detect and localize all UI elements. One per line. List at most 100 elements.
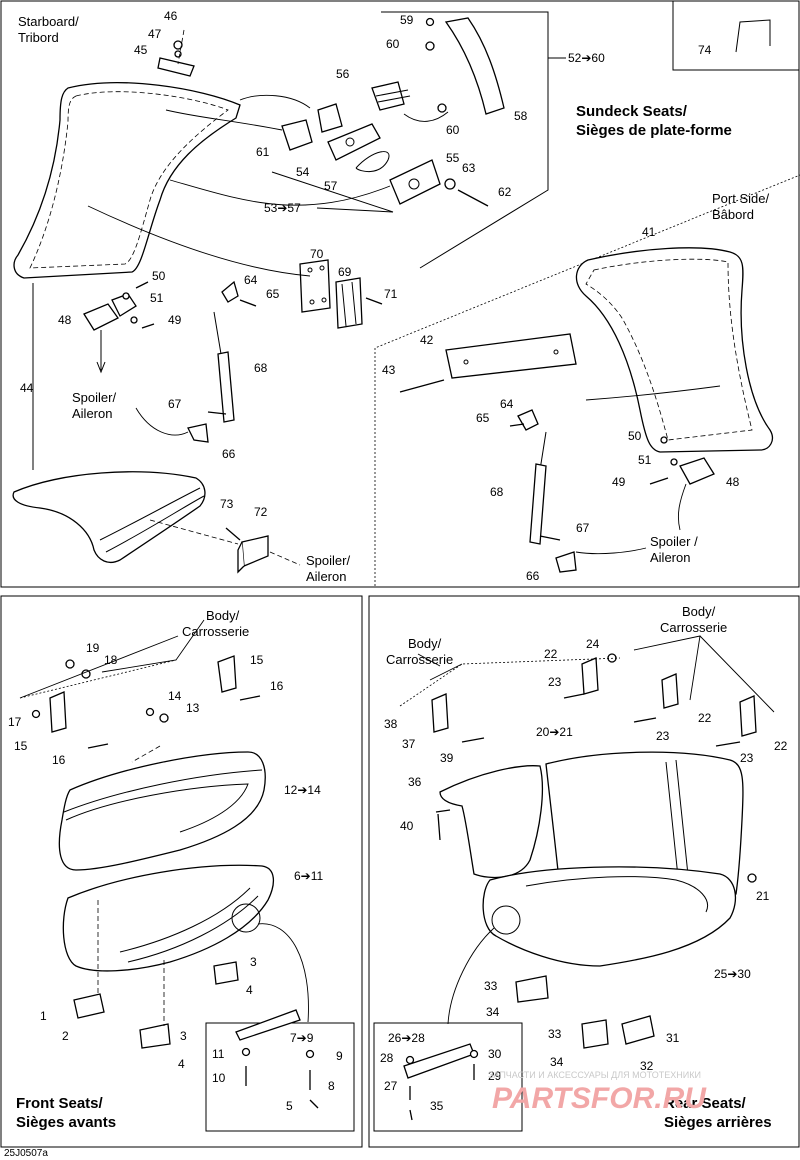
label-f18: 18 xyxy=(104,653,118,667)
rear-side-panel xyxy=(439,765,544,879)
caption-starboard-1: Starboard/ xyxy=(18,14,79,29)
front-backrest xyxy=(58,751,266,871)
label-64b: 64 xyxy=(500,397,514,411)
label-f17: 17 xyxy=(8,715,22,729)
port-divider xyxy=(374,174,800,586)
label-r39: 39 xyxy=(440,751,454,765)
front-title-1: Front Seats/ xyxy=(16,1095,104,1112)
label-f11: 11 xyxy=(212,1047,225,1061)
part-72-bracket xyxy=(237,535,269,574)
label-r26-28: 26➔28 xyxy=(388,1031,425,1045)
label-44: 44 xyxy=(20,381,34,395)
label-f16b: 16 xyxy=(52,753,66,767)
label-r21: 21 xyxy=(756,889,770,903)
label-r22a: 22 xyxy=(544,647,558,661)
label-72: 72 xyxy=(254,505,268,519)
front-title-2: Sièges avants xyxy=(16,1114,116,1131)
label-f7-9: 7➔9 xyxy=(290,1031,314,1045)
label-46: 46 xyxy=(164,9,178,23)
caption-body-r2: Carrosserie xyxy=(386,652,453,667)
label-41: 41 xyxy=(642,225,656,239)
label-55: 55 xyxy=(446,151,460,165)
label-f2: 2 xyxy=(62,1029,69,1043)
caption-body-2: Carrosserie xyxy=(182,624,249,639)
label-69: 69 xyxy=(338,265,352,279)
label-67a: 67 xyxy=(168,397,182,411)
label-71: 71 xyxy=(384,287,398,301)
caption-spoiler-c1: Spoiler/ xyxy=(306,553,350,568)
label-r32: 32 xyxy=(640,1059,654,1073)
label-67b: 67 xyxy=(576,521,590,535)
port-gas-spring xyxy=(529,431,547,545)
rear-seats-frame xyxy=(368,595,800,1148)
label-f4b: 4 xyxy=(178,1057,185,1071)
starboard-seat-frame xyxy=(13,82,241,279)
caption-spoiler-b2: Aileron xyxy=(650,550,690,565)
label-r28: 28 xyxy=(380,1051,394,1065)
group-52-60-bracket xyxy=(381,11,549,269)
label-50b: 50 xyxy=(628,429,642,443)
label-f1: 1 xyxy=(40,1009,47,1023)
seat-latch-mechanism xyxy=(281,81,489,207)
caption-spoiler-1: Spoiler/ xyxy=(72,390,116,405)
caption-body-r4: Carrosserie xyxy=(660,620,727,635)
label-51b: 51 xyxy=(638,453,652,467)
label-65b: 65 xyxy=(476,411,490,425)
label-65a: 65 xyxy=(266,287,280,301)
label-r27: 27 xyxy=(384,1079,398,1093)
label-52-60: 52➔60 xyxy=(568,51,605,65)
part-45-bracket xyxy=(157,57,195,77)
label-f3b: 3 xyxy=(180,1029,187,1043)
label-74: 74 xyxy=(698,43,712,57)
label-f14: 14 xyxy=(168,689,182,703)
label-54: 54 xyxy=(296,165,310,179)
part-58-strap xyxy=(444,17,505,115)
label-49a: 49 xyxy=(168,313,182,327)
label-59: 59 xyxy=(400,13,414,27)
label-r23c: 23 xyxy=(740,751,754,765)
label-r30: 30 xyxy=(488,1047,502,1061)
part-68-gas-spring xyxy=(213,311,235,423)
label-48a: 48 xyxy=(58,313,72,327)
label-70: 70 xyxy=(310,247,324,261)
label-f4a: 4 xyxy=(246,983,253,997)
label-56: 56 xyxy=(336,67,350,81)
label-45: 45 xyxy=(134,43,148,57)
label-50a: 50 xyxy=(152,269,166,283)
caption-starboard-2: Tribord xyxy=(18,30,59,45)
label-42: 42 xyxy=(420,333,434,347)
sundeck-frame xyxy=(0,0,800,588)
label-64a: 64 xyxy=(244,273,258,287)
label-r31: 31 xyxy=(666,1031,680,1045)
label-r38: 38 xyxy=(384,717,398,731)
watermark-text: ЗАПЧАСТИ И АКСЕССУАРЫ ДЛЯ МОТОТЕХНИКИ xyxy=(488,1070,701,1080)
label-43: 43 xyxy=(382,363,396,377)
captions: Starboard/ Tribord Port Side/ Bâbord Spo… xyxy=(18,14,769,667)
label-r22b: 22 xyxy=(698,711,712,725)
label-53-57: 53➔57 xyxy=(264,201,301,215)
label-f15a: 15 xyxy=(250,653,264,667)
label-r23a: 23 xyxy=(548,675,562,689)
label-r25-30: 25➔30 xyxy=(714,967,751,981)
part-74-clip xyxy=(735,19,771,53)
rear-title-1: Rear Seats/ xyxy=(664,1095,747,1112)
label-r22c: 22 xyxy=(774,739,788,753)
caption-body-r1: Body/ xyxy=(408,636,442,651)
label-f3a: 3 xyxy=(250,955,257,969)
label-r37: 37 xyxy=(402,737,416,751)
label-f12-14: 12➔14 xyxy=(284,783,321,797)
label-68b: 68 xyxy=(490,485,504,499)
front-seats-frame xyxy=(0,595,363,1148)
part-70-plate xyxy=(299,259,331,313)
label-47: 47 xyxy=(148,27,162,41)
label-49b: 49 xyxy=(612,475,626,489)
label-62: 62 xyxy=(498,185,512,199)
caption-spoiler-2: Aileron xyxy=(72,406,112,421)
label-63: 63 xyxy=(462,161,476,175)
label-66b: 66 xyxy=(526,569,540,583)
label-r35: 35 xyxy=(430,1099,444,1113)
label-48b: 48 xyxy=(726,475,740,489)
sundeck-cushion xyxy=(12,471,206,564)
label-r36: 36 xyxy=(408,775,422,789)
